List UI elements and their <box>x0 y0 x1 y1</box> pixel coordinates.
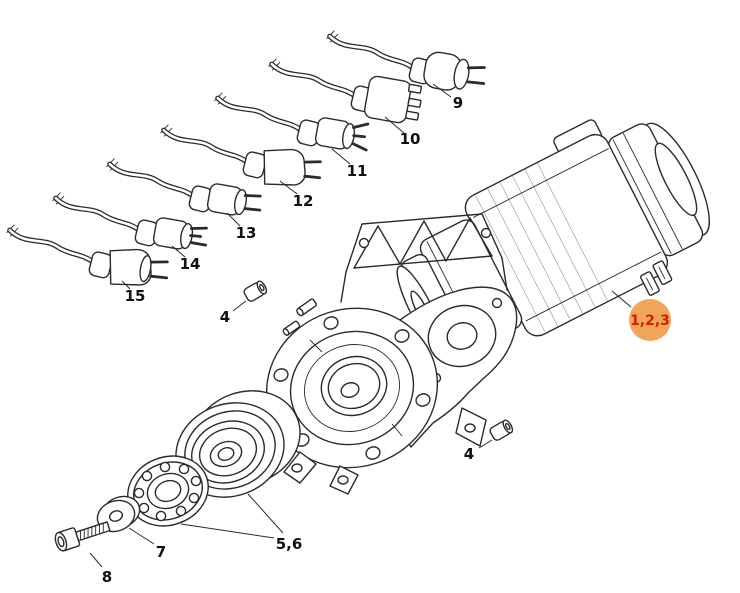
socket-head-screw <box>54 521 111 552</box>
callout-11[interactable]: 11 <box>347 162 368 180</box>
highlight-circle[interactable] <box>629 299 671 341</box>
callout-12[interactable]: 12 <box>293 192 314 210</box>
leader-lines <box>89 83 632 568</box>
callout-9[interactable]: 9 <box>453 94 463 112</box>
callout-7[interactable]: 7 <box>156 543 166 561</box>
highlight-callout-1-2-3[interactable]: 1,2,3 <box>629 299 671 341</box>
power-cord-plug-15 <box>6 224 169 286</box>
highlight-label: 1,2,3 <box>630 313 670 329</box>
callout-4-lower[interactable]: 4 <box>464 445 474 463</box>
callout-14[interactable]: 14 <box>180 255 201 273</box>
bushing-lower <box>489 419 514 441</box>
power-cord-plug-9 <box>326 30 486 91</box>
power-cord-plug-14 <box>52 192 208 250</box>
callout-8[interactable]: 8 <box>102 568 112 586</box>
bushing-upper <box>243 280 268 302</box>
power-cord-plug-13 <box>106 158 262 216</box>
callout-13[interactable]: 13 <box>236 224 257 242</box>
ball-bearing <box>127 455 209 527</box>
power-cord-plug-11 <box>214 92 370 152</box>
gear-housing <box>265 213 518 495</box>
callout-10[interactable]: 10 <box>400 130 421 148</box>
callout-4-upper[interactable]: 4 <box>220 308 230 326</box>
callout-15[interactable]: 15 <box>125 287 146 305</box>
callout-5-6[interactable]: 5,6 <box>276 535 303 553</box>
power-cord-plug-10 <box>268 58 423 124</box>
power-cord-plug-12 <box>160 124 322 186</box>
